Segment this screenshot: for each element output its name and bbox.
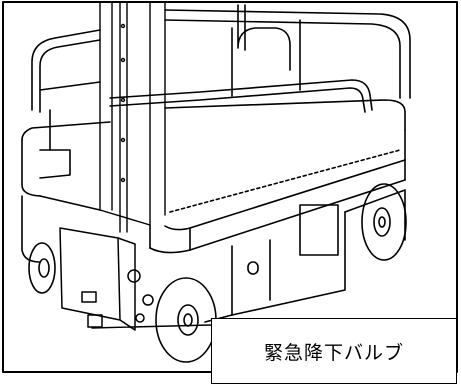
wheels	[28, 183, 407, 363]
platform-deck	[21, 99, 406, 254]
callout-box: 緊急降下バルブ	[211, 318, 457, 384]
callout-label: 緊急降下バルブ	[263, 341, 404, 364]
figure-border	[2, 1, 458, 373]
callout-leader-line	[91, 324, 212, 329]
mast	[99, 1, 166, 233]
front-bracket	[59, 227, 154, 331]
guard-rail	[31, 4, 411, 151]
